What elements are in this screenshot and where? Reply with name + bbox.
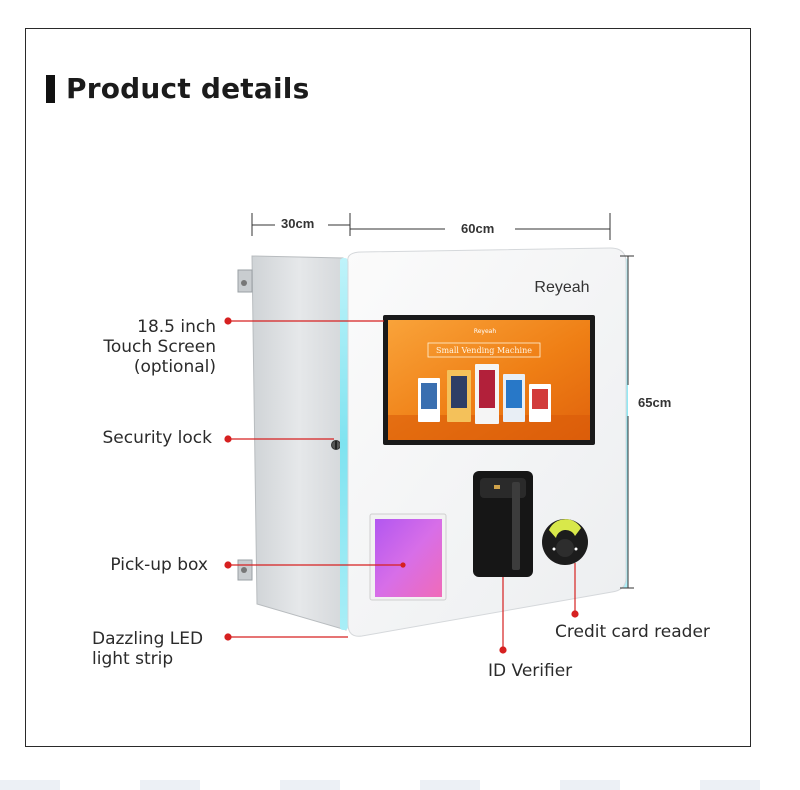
screen-brand: Reyeah — [474, 328, 497, 335]
brand-logo: Reyeah — [534, 279, 589, 296]
pickup-box — [369, 513, 447, 601]
security-lock-icon — [331, 440, 341, 450]
bottom-decoration — [0, 780, 800, 790]
machine-side-panel — [237, 255, 347, 631]
pickup-box-label: Pick-up box — [110, 555, 208, 575]
screen-banner: Small Vending Machine — [436, 346, 532, 355]
dimension-lines — [251, 213, 634, 589]
card-reader-label: Credit card reader — [555, 622, 710, 642]
callout-lines — [224, 317, 579, 654]
content-frame — [25, 28, 751, 747]
led-strip-label: Dazzling LED light strip — [92, 629, 204, 669]
title-marker — [46, 74, 55, 103]
width-dimension: 60cm — [461, 221, 495, 236]
height-dimension: 65cm — [638, 395, 672, 410]
touch-screen-label: 18.5 inch Touch Screen (optional) — [103, 317, 216, 377]
depth-dimension: 30cm — [281, 216, 315, 231]
page-title: Product details — [66, 72, 310, 105]
touch-screen — [383, 315, 595, 445]
id-verifier-label: ID Verifier — [488, 661, 573, 681]
credit-card-reader-device — [542, 519, 588, 565]
section-header: Product details — [46, 72, 309, 105]
id-verifier-device — [473, 471, 533, 577]
security-lock-label: Security lock — [102, 428, 212, 448]
